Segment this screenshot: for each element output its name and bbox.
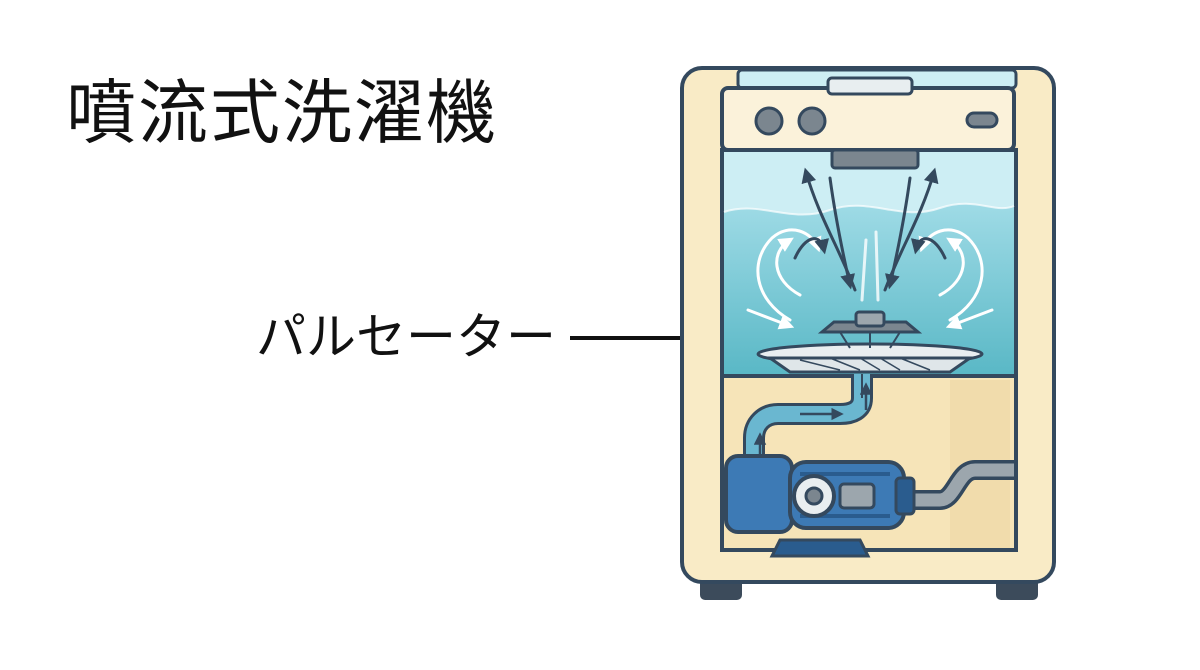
pulsator-leader-line [570,336,780,340]
status-indicator-icon [965,111,999,129]
control-knob-icon[interactable] [754,106,784,136]
pulsator-disc-icon [756,310,984,374]
diagram-title: 噴流式洗濯機 [66,72,498,154]
flow-lines-white [746,228,994,330]
control-knob-icon[interactable] [797,106,827,136]
circulation-pump-icon [724,454,916,558]
pulsator-label: パルセーター [256,308,556,366]
flow-arrows-dark [793,167,947,292]
circulation-pipe [743,374,873,478]
lid-handle [826,76,914,96]
